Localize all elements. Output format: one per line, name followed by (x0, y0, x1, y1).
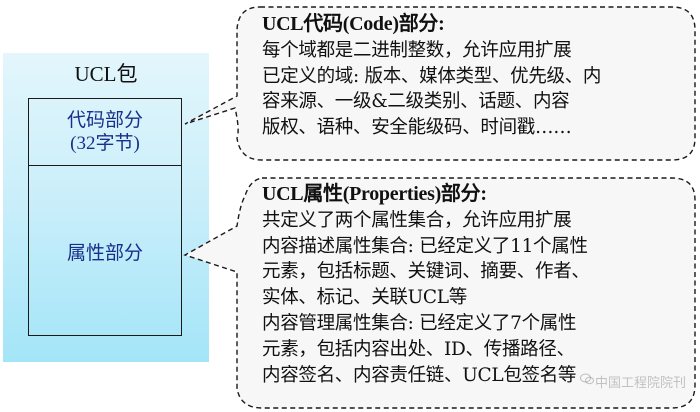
code-callout-heading: UCL代码(Code)部分: (262, 13, 445, 35)
properties-callout-heading: UCL属性(Properties)部分: (262, 183, 487, 205)
code-callout-line: 每个域都是二进制整数，允许应用扩展 (262, 39, 572, 61)
properties-callout-line: 内容描述属性集合: 已经定义了11个属性 (262, 235, 588, 257)
ucl-package-box: 代码部分 (32字节) 属性部分 (28, 98, 182, 336)
code-callout-text: UCL代码(Code)部分: 每个域都是二进制整数，允许应用扩展 已定义的域: … (262, 12, 601, 141)
wechat-icon (580, 373, 594, 385)
code-callout-line: 已定义的域: 版本、媒体类型、优先级、内 (262, 65, 602, 87)
watermark-text: 中国工程院院刊 (595, 376, 687, 391)
package-title: UCL包 (74, 62, 138, 86)
properties-callout-line: 内容管理属性集合: 已经定义了7个属性 (262, 312, 577, 334)
code-section-size: (32字节) (70, 133, 140, 154)
properties-callout-line: 元素，包括标题、关键词、摘要、作者、 (262, 261, 590, 283)
properties-callout-bubble (183, 177, 696, 409)
code-section: 代码部分 (32字节) (29, 99, 181, 166)
properties-callout-line: 实体、标记、关联UCL等 (262, 287, 467, 309)
properties-callout-line: 元素，包括内容出处、ID、传播路径、 (262, 338, 575, 360)
properties-section-label: 属性部分 (66, 241, 143, 264)
code-callout-bubble (184, 6, 696, 161)
properties-callout-line: 内容签名、内容责任链、UCL包签名等 (262, 364, 577, 386)
code-callout-line: 版权、语种、安全能级码、时间戳…… (262, 117, 572, 139)
code-callout-line: 容来源、一级&二级类别、话题、内容 (262, 91, 570, 113)
properties-callout-text: UCL属性(Properties)部分: 共定义了两个属性集合，允许应用扩展 内… (262, 182, 590, 388)
code-section-label: 代码部分 (66, 109, 143, 131)
properties-callout-line: 共定义了两个属性集合，允许应用扩展 (262, 209, 572, 231)
ucl-package-panel (3, 53, 209, 362)
properties-section: 属性部分 (29, 166, 181, 336)
